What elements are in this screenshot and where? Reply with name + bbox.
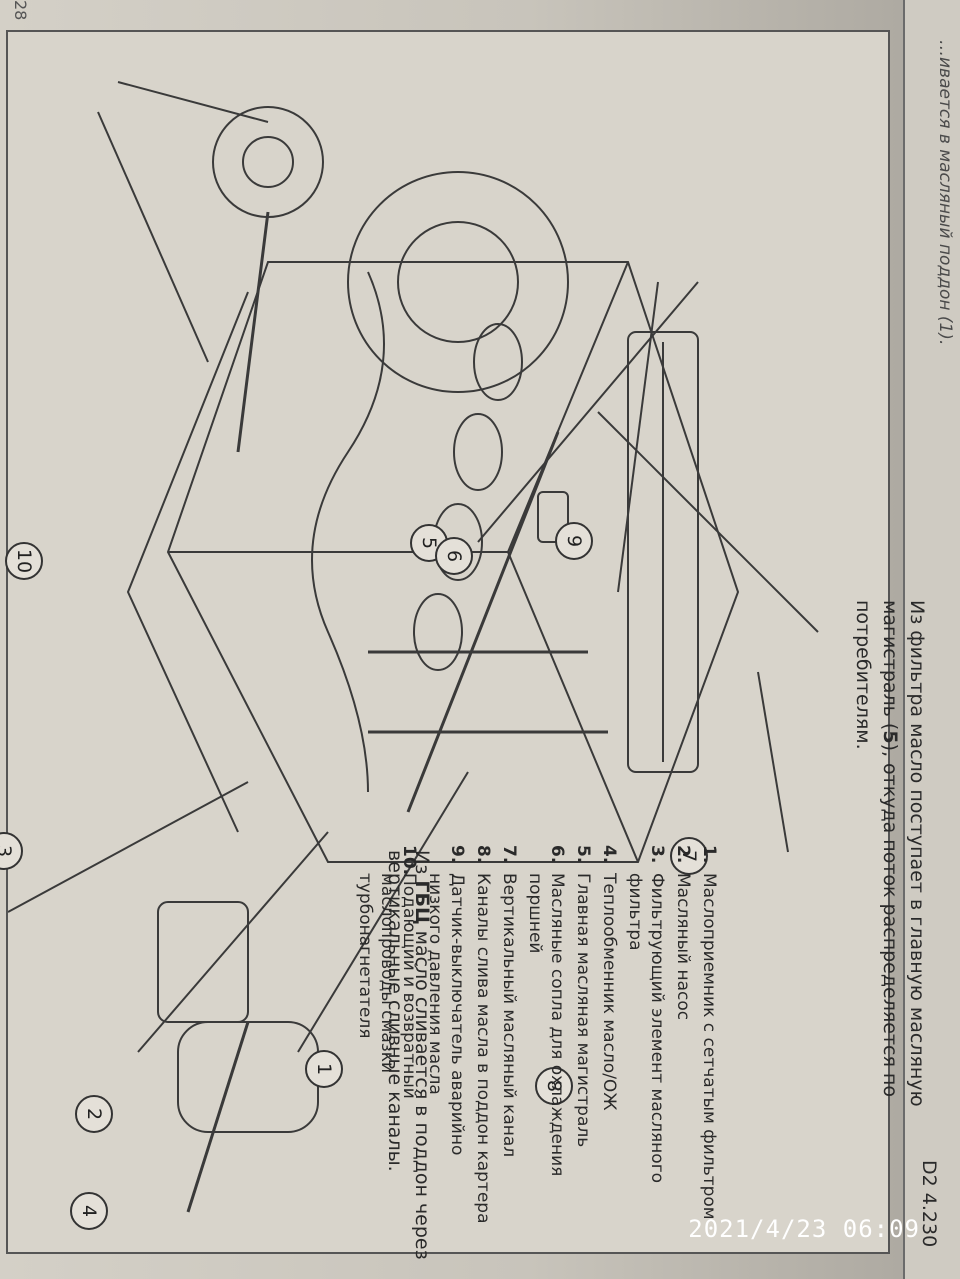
callout-9: 9 (555, 522, 593, 560)
legend-num: 8. (473, 845, 493, 864)
legend-text: Каналы слива масла в поддон картера (473, 873, 493, 1224)
paragraph-main-gallery: Из фильтра масло поступает в главную мас… (849, 600, 930, 1160)
legend-item: 8. Каналы слива масла в поддон картера (472, 845, 494, 1225)
legend-item: 1. Маслоприемник с сетчатым фильтром (698, 845, 720, 1225)
legend-num: 1. (699, 845, 719, 864)
callout-1: 1 (305, 1050, 343, 1088)
piston-group (413, 323, 523, 671)
legend-item: 10.Подающий и возвратный маслопроводы см… (354, 845, 420, 1225)
legend-item: 3. Фильтрующий элемент масляного фильтра (624, 845, 668, 1225)
callout-10: 10 (5, 542, 43, 580)
legend-text: Маслоприемник с сетчатым фильтром (699, 873, 719, 1220)
legend-num: 2. (673, 845, 693, 864)
legend-text: Вертикальный масляный канал (499, 873, 519, 1158)
legend-num: 6. (547, 845, 567, 864)
legend-text: Датчик-выключатель аварийно низкого давл… (425, 873, 467, 1156)
legend-list: 1. Маслоприемник с сетчатым фильтром 2. Ма… (350, 845, 720, 1225)
ref-5: 5 (879, 730, 901, 744)
legend-text: Масляные сопла для охлаждения поршней (525, 873, 567, 1177)
legend-item: 2. Масляный насос (672, 845, 694, 1225)
legend-item: 5. Главная масляная магистраль (572, 845, 594, 1225)
legend-text: Фильтрующий элемент масляного фильтра (625, 873, 667, 1184)
callout-2: 2 (75, 1095, 113, 1133)
previous-text: …ивается в масляный поддон (1). (935, 40, 955, 346)
legend-text: Подающий и возвратный маслопроводы смазк… (355, 873, 419, 1099)
diagram-frame: 1 2 3 4 5 6 7 8 9 10 (0, 30, 890, 1254)
legend-num: 10. (399, 845, 419, 876)
legend-text: Главная масляная магистраль (573, 873, 593, 1148)
legend-item: 4. Теплообменник масло/ОЖ (598, 845, 620, 1225)
figure-code: D2 4.230 (918, 1160, 940, 1248)
callout-4: 4 (70, 1192, 108, 1230)
legend-num: 9. (447, 845, 467, 864)
legend-text: Масляный насос (673, 873, 693, 1021)
page-number: 28 (11, 0, 30, 21)
legend-num: 3. (647, 845, 667, 864)
engine-lubrication-diagram (8, 81, 819, 1213)
legend-item: 7. Вертикальный масляный канал (498, 845, 520, 1225)
legend-num: 7. (499, 845, 519, 864)
legend-num: 4. (599, 845, 619, 864)
legend-item: 9. Датчик-выключатель аварийно низкого да… (424, 845, 468, 1225)
camera-timestamp: 2021/4/23 06:09 (688, 1215, 920, 1243)
legend-num: 5. (573, 845, 593, 864)
legend-item: 6. Масляные сопла для охлаждения поршней (524, 845, 568, 1225)
legend-text: Теплообменник масло/ОЖ (599, 873, 619, 1111)
callout-6: 6 (435, 537, 473, 575)
